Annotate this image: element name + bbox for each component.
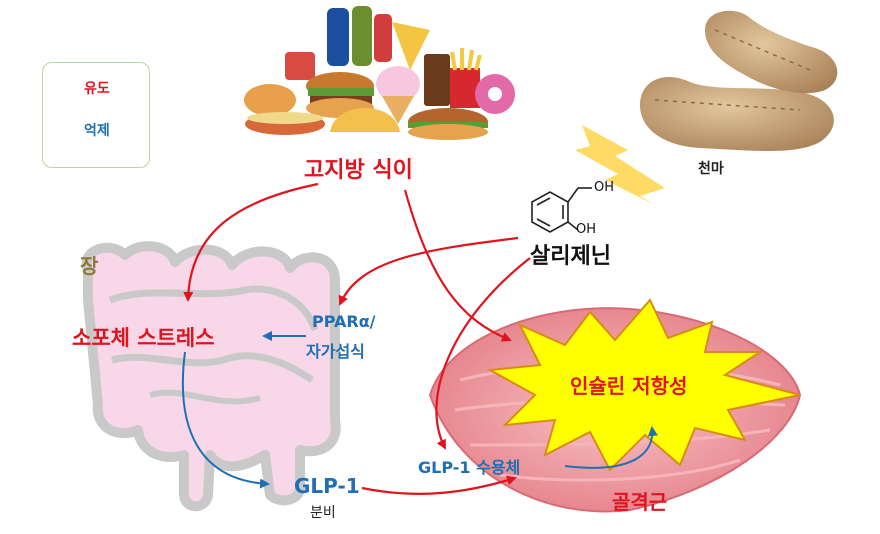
glp1-secretion-label: 분비: [310, 505, 336, 521]
glp1-receptor-label: GLP-1 수용체: [418, 458, 521, 477]
arrow-er-stress-to-glp1: [181, 351, 270, 489]
skeletal-muscle-label: 골격근: [612, 490, 668, 514]
oh-top-label: OH: [594, 180, 615, 195]
ppar-label: PPARα/: [312, 312, 376, 331]
legend-induce-label: 유도: [84, 81, 110, 97]
arrow-diet-to-er-stress: [183, 182, 319, 302]
glp1-label: GLP-1: [294, 474, 360, 498]
arrow-glp1-to-receptor: [361, 475, 517, 495]
arrow-receptor-to-insulin: [564, 426, 658, 469]
insulin-resistance-label: 인슐린 저항성: [570, 374, 688, 398]
er-stress-label: 소포체 스트레스: [72, 326, 215, 350]
intestine-shape: [81, 241, 341, 512]
herb-label: 천마: [698, 161, 724, 177]
lightning-bolt: [575, 125, 665, 205]
gut-label: 장: [80, 254, 99, 278]
arrow-diet-to-insulin: [403, 189, 512, 342]
legend-inhibit-label: 억제: [84, 123, 110, 139]
autophagy-label: 자가섭식: [306, 342, 365, 361]
gastrodia-tuber-image: [640, 10, 838, 151]
compound-label: 살리제닌: [530, 244, 611, 269]
diet-label: 고지방 식이: [304, 158, 413, 183]
oh-bottom-label: OH: [576, 222, 597, 237]
insulin-resistance-burst: [486, 298, 801, 472]
junk-food-pile-image: [244, 6, 515, 140]
arrow-compound-to-receptor: [435, 257, 531, 450]
salicin-structure: [531, 187, 592, 233]
legend-box: [42, 62, 150, 168]
arrow-compound-to-ppar: [338, 236, 519, 306]
